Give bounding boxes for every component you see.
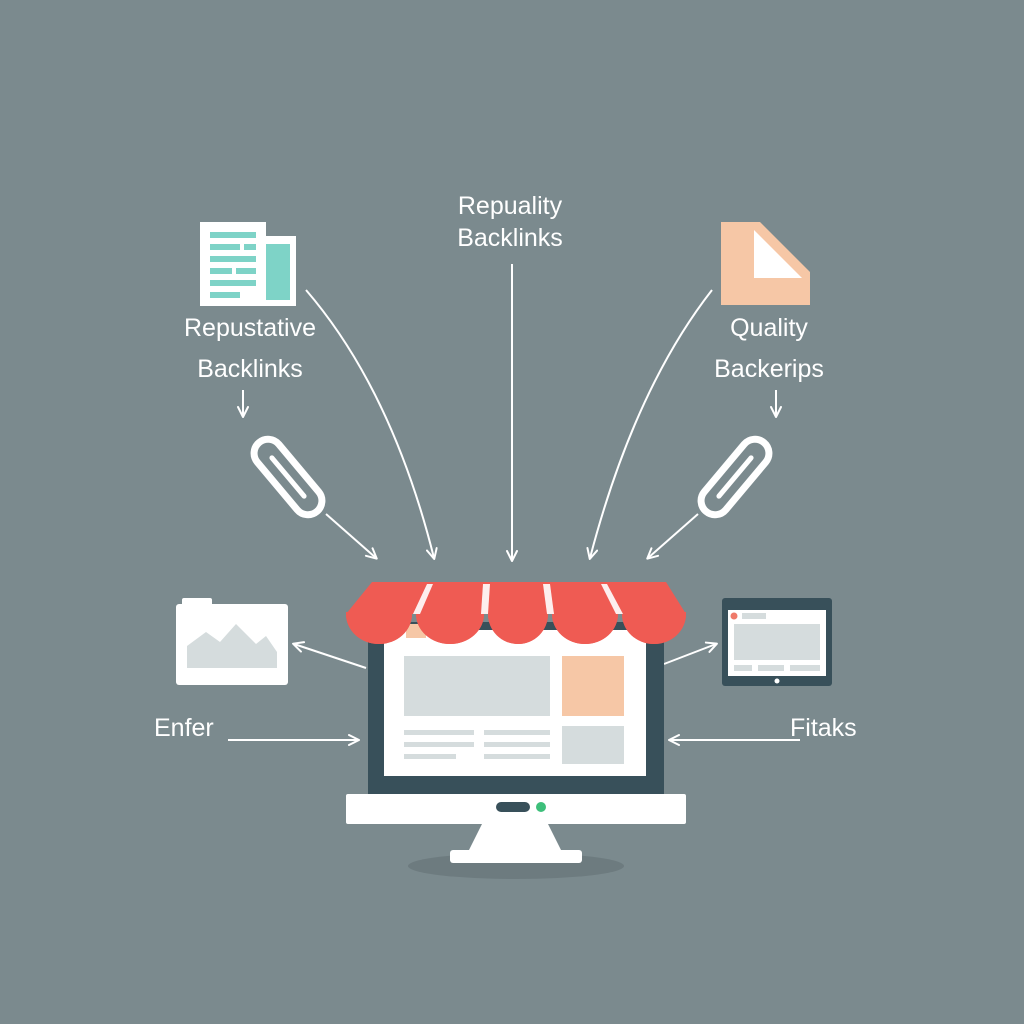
document-pages-icon — [200, 222, 296, 306]
chain-link-icon-left — [250, 435, 326, 519]
top-center-label-line1: Repuality — [457, 192, 563, 220]
top-left-label-line2: Backlinks — [197, 355, 303, 383]
arrow-to-tablet — [663, 641, 718, 665]
top-right-label-line2: Backerips — [714, 355, 824, 383]
storefront-computer-icon — [346, 582, 686, 879]
mid-left-label: Enfer — [154, 714, 214, 742]
chain-link-icon-right — [697, 435, 773, 519]
top-left-label-line1: Repustative — [183, 314, 317, 342]
arrow-document — [305, 289, 438, 560]
folded-page-icon — [721, 222, 810, 305]
image-window-icon — [176, 598, 288, 685]
top-right-label-line1: Quality — [730, 314, 808, 342]
top-center-label-line2: Backlinks — [457, 224, 563, 252]
tablet-icon — [722, 598, 832, 686]
monitor-stand — [468, 824, 562, 852]
arrow-link-right — [646, 513, 699, 560]
awning-top — [346, 582, 686, 614]
arrow-link-left — [325, 513, 378, 560]
mid-right-label: Fitaks — [790, 714, 857, 742]
arrow-folded-page — [586, 289, 713, 560]
arrow-to-image — [292, 641, 367, 669]
